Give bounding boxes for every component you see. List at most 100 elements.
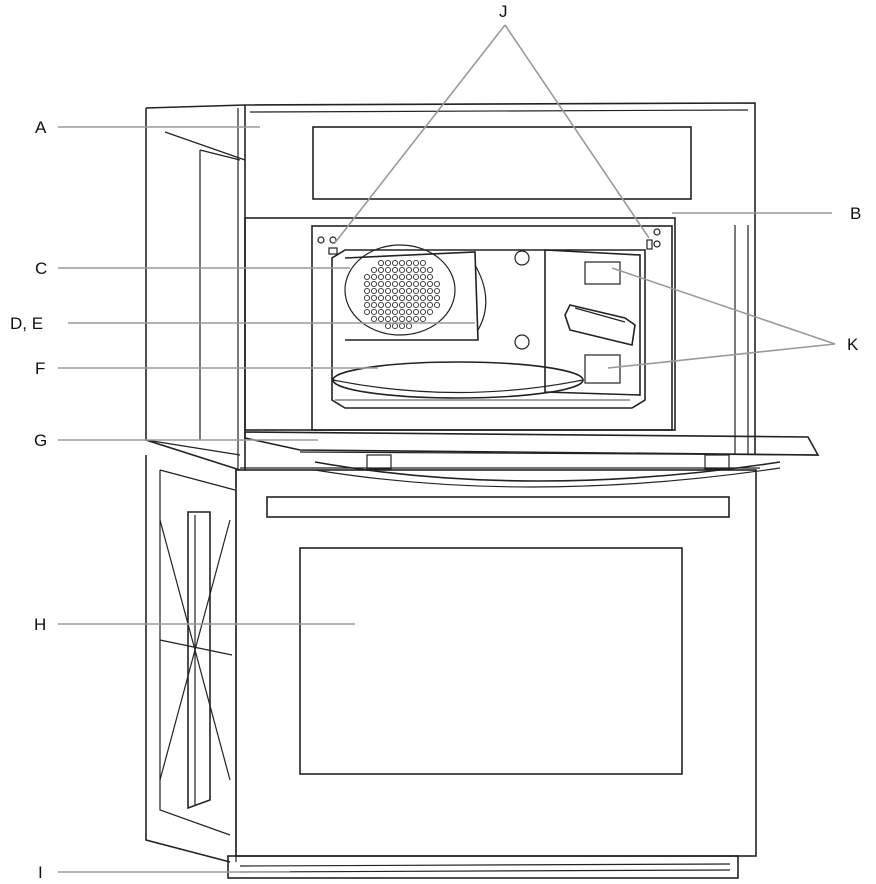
grille-hole (363, 280, 371, 288)
grille-hole (384, 266, 392, 274)
grille-hole (433, 294, 441, 302)
grille-hole (377, 259, 385, 267)
grille-hole (377, 301, 385, 309)
grille-hole (384, 301, 392, 309)
grille-hole (405, 280, 413, 288)
grille-hole (433, 287, 441, 295)
grille-hole (419, 315, 427, 323)
grille-hole (384, 280, 392, 288)
grille-hole (405, 273, 413, 281)
grille-hole (419, 273, 427, 281)
grille-hole (377, 315, 385, 323)
grille-hole (426, 266, 434, 274)
grille-hole (405, 315, 413, 323)
bottom-trim (227, 855, 739, 879)
grille-hole (398, 287, 406, 295)
grille-hole (377, 287, 385, 295)
grille-hole (377, 294, 385, 302)
grille-hole (391, 273, 399, 281)
grille-hole (405, 308, 413, 316)
grille-hole (391, 322, 399, 330)
grille-hole (412, 315, 420, 323)
grille-hole (384, 294, 392, 302)
grille-hole (377, 266, 385, 274)
grille-hole (412, 280, 420, 288)
grille-hole (419, 259, 427, 267)
grille-hole (398, 301, 406, 309)
grille-hole (405, 266, 413, 274)
control-panel (312, 126, 692, 200)
grille-hole (370, 294, 378, 302)
rack-guides (564, 261, 636, 384)
vent-grille (344, 244, 456, 336)
grille-hole (419, 266, 427, 274)
lower-oven (235, 469, 757, 857)
grille-hole (405, 259, 413, 267)
grille-hole (391, 280, 399, 288)
grille-hole (398, 315, 406, 323)
turntable (332, 361, 584, 399)
grille-hole (426, 287, 434, 295)
grille-hole (370, 308, 378, 316)
grille-hole (391, 294, 399, 302)
grille-hole (363, 273, 371, 281)
grille-hole (398, 266, 406, 274)
part-labels: A B C D, E F G H I J K (10, 2, 861, 882)
grille-hole (433, 280, 441, 288)
sensor-markers (317, 228, 661, 255)
grille-hole (419, 280, 427, 288)
grille-hole (433, 301, 441, 309)
label-i: I (38, 863, 43, 882)
grille-hole (419, 294, 427, 302)
grille-hole (419, 308, 427, 316)
microwave-unit (237, 102, 756, 470)
grille-hole (370, 280, 378, 288)
label-j: J (499, 2, 508, 21)
grille-hole (391, 315, 399, 323)
oven-handle (266, 496, 730, 518)
grille-hole (363, 287, 371, 295)
grille-hole (384, 315, 392, 323)
label-b: B (850, 204, 861, 223)
label-k: K (847, 335, 859, 354)
label-c: C (35, 259, 47, 278)
grille-hole (426, 301, 434, 309)
grille-hole (412, 287, 420, 295)
grille-hole (377, 308, 385, 316)
grille-hole (363, 301, 371, 309)
grille-hole (405, 294, 413, 302)
grille-hole (370, 315, 378, 323)
grille-hole (419, 301, 427, 309)
grille-hole (426, 280, 434, 288)
grille-hole (412, 266, 420, 274)
grille-hole (384, 287, 392, 295)
grille-hole (412, 301, 420, 309)
grille-hole (370, 301, 378, 309)
grille-hole (391, 287, 399, 295)
grille-hole (370, 287, 378, 295)
grille-hole (398, 308, 406, 316)
grille-hole (377, 273, 385, 281)
grille-hole (391, 301, 399, 309)
grille-hole (391, 266, 399, 274)
cabinet-side-panel (145, 104, 246, 471)
grille-hole (398, 273, 406, 281)
grille-hole (426, 308, 434, 316)
lower-cabinet-side (145, 455, 237, 863)
grille-hole (412, 294, 420, 302)
grille-hole (426, 273, 434, 281)
grille-hole (419, 287, 427, 295)
grille-hole (363, 294, 371, 302)
grille-hole (370, 266, 378, 274)
grille-hole (363, 308, 371, 316)
grille-hole (405, 287, 413, 295)
grille-hole (384, 322, 392, 330)
grille-hole (412, 273, 420, 281)
grille-hole (405, 322, 413, 330)
grille-hole (412, 308, 420, 316)
oven-window (299, 547, 683, 775)
grille-hole (384, 273, 392, 281)
grille-hole (384, 259, 392, 267)
microwave-door-open (240, 431, 820, 488)
